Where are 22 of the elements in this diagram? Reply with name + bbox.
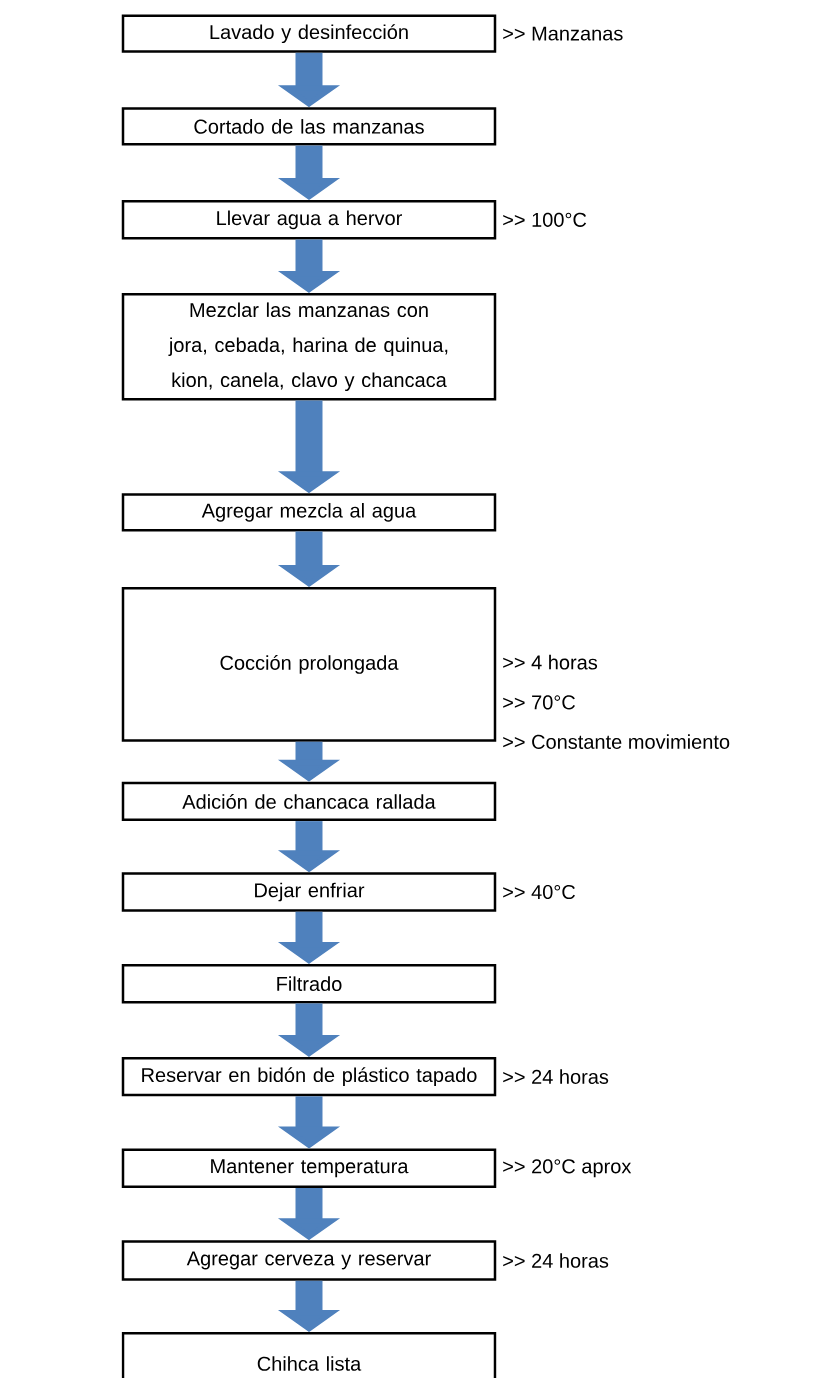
process-box: Chihca lista <box>121 1332 497 1378</box>
note-text: >> Manzanas <box>503 26 623 41</box>
process-box: Cortado de las manzanas <box>121 107 497 146</box>
process-box: Cocción prolongada <box>121 587 497 742</box>
process-box: Llevar agua a hervor <box>121 200 497 240</box>
process-box: Adición de chancaca rallada <box>121 781 497 822</box>
process-box: Mezclar las manzanas con jora, cebada, harina de quinua, kion, canela, clavo y chancaca <box>121 292 497 401</box>
note-text: >> 70°C <box>503 695 575 710</box>
process-box: Mantener temperatura <box>121 1148 497 1188</box>
process-box: Agregar mezcla al agua <box>121 493 497 532</box>
note-text: >> 24 horas <box>503 1253 609 1268</box>
process-box: Filtrado <box>121 964 497 1004</box>
process-box: Lavado y desinfección <box>121 14 497 53</box>
note-text: >> 40°C <box>503 884 575 900</box>
note-text: >> 4 horas <box>503 654 598 670</box>
note-text: >> 100°C <box>503 212 587 227</box>
process-box: Agregar cerveza y reservar <box>121 1240 497 1281</box>
note-text: >> Constante movimiento <box>503 734 730 749</box>
note-text: >> 24 horas <box>503 1069 609 1084</box>
process-box: Reservar en bidón de plástico tapado <box>121 1056 497 1097</box>
process-box: Dejar enfriar <box>121 872 497 912</box>
note-text: >> 20°C aprox <box>503 1159 632 1178</box>
